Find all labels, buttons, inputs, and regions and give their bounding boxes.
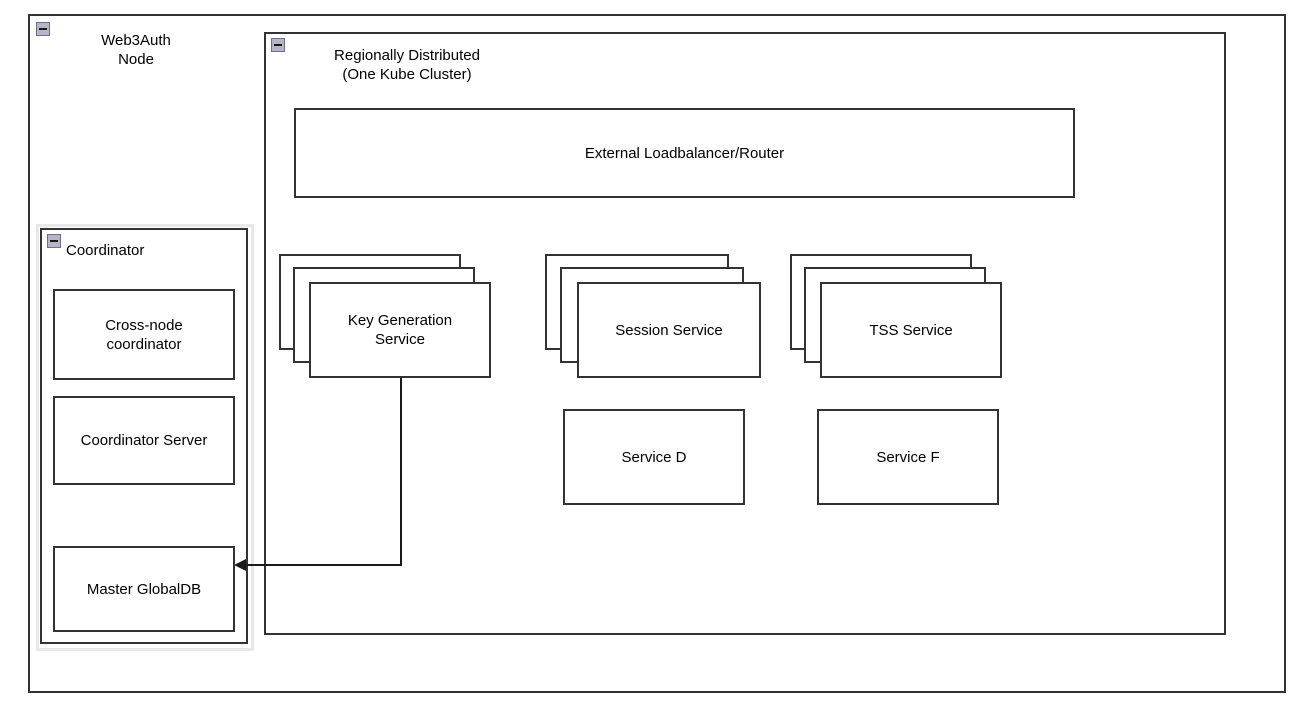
master-globaldb-label: Master GlobalDB bbox=[86, 580, 202, 598]
external-loadbalancer-label: External Loadbalancer/Router bbox=[584, 144, 785, 162]
web3auth-node-title: Web3Auth Node bbox=[101, 32, 171, 68]
regionally-distributed-title: Regionally Distributed (One Kube Cluster… bbox=[334, 47, 480, 83]
key-generation-service-layer-front[interactable]: Key Generation Service bbox=[309, 282, 491, 378]
service-f-box[interactable]: Service F bbox=[817, 409, 999, 505]
connector-vertical-segment bbox=[400, 378, 402, 566]
tss-service-stack[interactable]: TSS Service bbox=[790, 254, 1002, 380]
tss-service-layer-front[interactable]: TSS Service bbox=[820, 282, 1002, 378]
cross-node-coordinator-label: Cross-node coordinator bbox=[105, 316, 183, 353]
coordinator-collapse-icon[interactable] bbox=[47, 234, 61, 248]
key-generation-service-label: Key Generation Service bbox=[347, 312, 453, 348]
regionally-distributed-collapse-icon[interactable] bbox=[271, 38, 285, 52]
coordinator-server-box[interactable]: Coordinator Server bbox=[53, 396, 235, 485]
cross-node-coordinator-box[interactable]: Cross-node coordinator bbox=[53, 289, 235, 380]
coordinator-server-label: Coordinator Server bbox=[80, 432, 208, 449]
connector-arrow-head bbox=[234, 559, 246, 571]
session-service-label: Session Service bbox=[615, 321, 723, 339]
service-d-box[interactable]: Service D bbox=[563, 409, 745, 505]
tss-service-label: TSS Service bbox=[869, 321, 953, 339]
external-loadbalancer-box[interactable]: External Loadbalancer/Router bbox=[294, 108, 1075, 198]
connector-horizontal-segment bbox=[244, 564, 402, 566]
session-service-stack[interactable]: Session Service bbox=[545, 254, 765, 380]
web3auth-node-collapse-icon[interactable] bbox=[36, 22, 50, 36]
master-globaldb-box[interactable]: Master GlobalDB bbox=[53, 546, 235, 632]
service-f-label: Service F bbox=[876, 448, 940, 466]
session-service-layer-front[interactable]: Session Service bbox=[577, 282, 761, 378]
coordinator-title: Coordinator bbox=[66, 242, 145, 259]
key-generation-service-stack[interactable]: Key Generation Service bbox=[279, 254, 491, 380]
service-d-label: Service D bbox=[621, 448, 687, 466]
